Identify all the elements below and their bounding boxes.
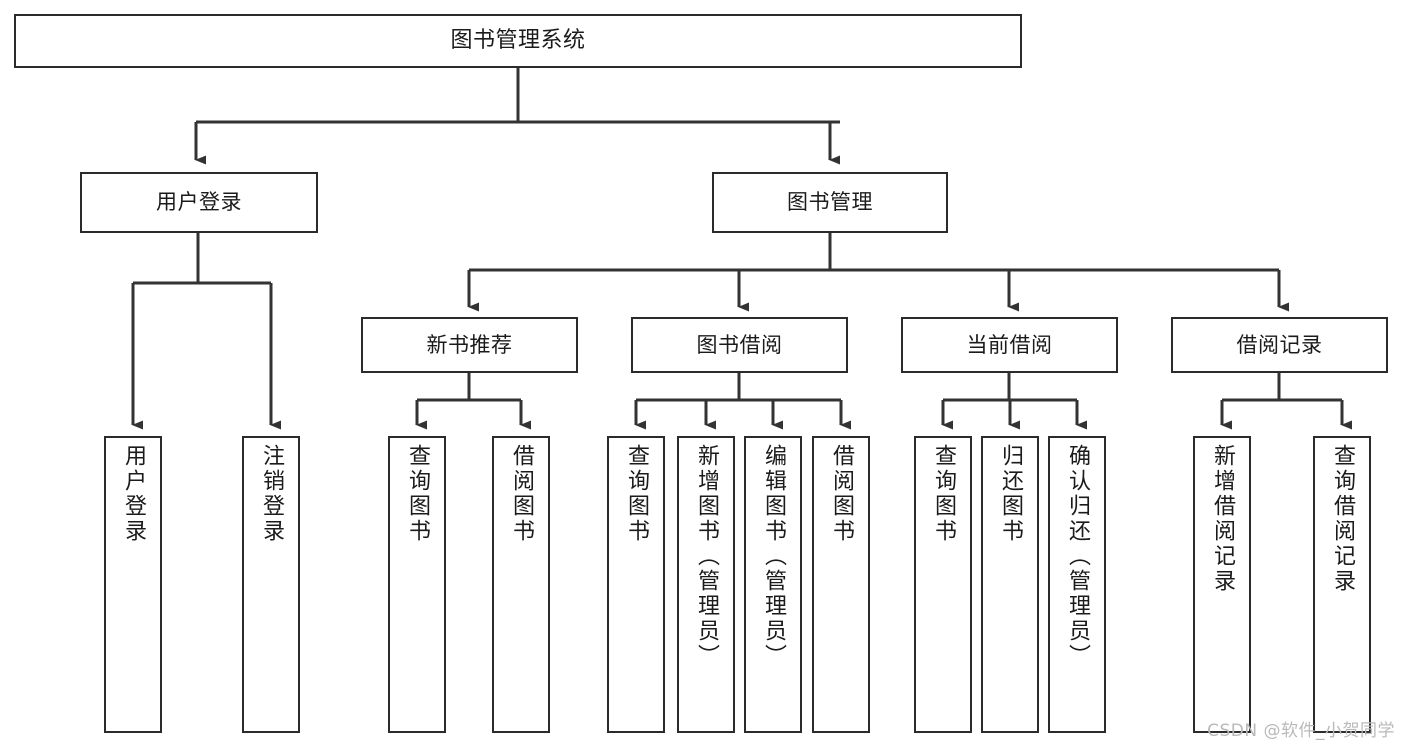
node-root-library-system[interactable]: 图书管理系统 <box>14 14 1022 68</box>
leaf-record-add[interactable]: 新增借阅记录 <box>1193 436 1251 733</box>
leaf-borrow-borrow-book-label: 借阅图书 <box>829 444 854 544</box>
leaf-new-book-borrow-label: 借阅图书 <box>509 444 534 544</box>
node-borrow-record-label: 借阅记录 <box>1236 332 1323 357</box>
leaf-user-login-signin-label: 用户登录 <box>121 444 146 544</box>
node-root-label: 图书管理系统 <box>450 28 586 54</box>
node-current-borrow-label: 当前借阅 <box>966 332 1053 357</box>
leaf-new-book-borrow[interactable]: 借阅图书 <box>492 436 550 733</box>
leaf-borrow-edit-book[interactable]: 编辑图书（管理员） <box>744 436 802 733</box>
leaf-new-book-query[interactable]: 查询图书 <box>388 436 446 733</box>
leaf-record-query[interactable]: 查询借阅记录 <box>1313 436 1371 733</box>
node-borrow-record[interactable]: 借阅记录 <box>1171 317 1388 373</box>
leaf-record-add-label: 新增借阅记录 <box>1210 444 1235 594</box>
leaf-current-return-book[interactable]: 归还图书 <box>981 436 1039 733</box>
leaf-borrow-add-book-label: 新增图书（管理员） <box>694 444 719 669</box>
leaf-current-query-book[interactable]: 查询图书 <box>914 436 972 733</box>
leaf-borrow-query-book[interactable]: 查询图书 <box>607 436 665 733</box>
leaf-user-login-signout[interactable]: 注销登录 <box>242 436 300 733</box>
node-book-management-label: 图书管理 <box>787 190 873 215</box>
node-user-login[interactable]: 用户登录 <box>80 172 318 233</box>
node-new-book-recommend-label: 新书推荐 <box>426 332 513 357</box>
leaf-borrow-query-book-label: 查询图书 <box>624 444 649 544</box>
leaf-current-confirm-return-label: 确认归还（管理员） <box>1065 444 1090 669</box>
leaf-current-confirm-return[interactable]: 确认归还（管理员） <box>1048 436 1106 733</box>
node-user-login-label: 用户登录 <box>156 190 242 215</box>
watermark-text: CSDN @软件_小贺同学 <box>1207 721 1395 741</box>
node-current-borrow[interactable]: 当前借阅 <box>901 317 1118 373</box>
leaf-borrow-edit-book-label: 编辑图书（管理员） <box>761 444 786 669</box>
leaf-record-query-label: 查询借阅记录 <box>1330 444 1355 594</box>
leaf-borrow-borrow-book[interactable]: 借阅图书 <box>812 436 870 733</box>
node-book-borrow-label: 图书借阅 <box>696 332 783 357</box>
node-book-borrow[interactable]: 图书借阅 <box>631 317 848 373</box>
leaf-current-query-book-label: 查询图书 <box>931 444 956 544</box>
node-new-book-recommend[interactable]: 新书推荐 <box>361 317 578 373</box>
leaf-user-login-signin[interactable]: 用户登录 <box>104 436 162 733</box>
leaf-borrow-add-book[interactable]: 新增图书（管理员） <box>677 436 735 733</box>
leaf-new-book-query-label: 查询图书 <box>405 444 430 544</box>
node-book-management[interactable]: 图书管理 <box>712 172 948 233</box>
leaf-user-login-signout-label: 注销登录 <box>259 444 284 544</box>
leaf-current-return-book-label: 归还图书 <box>998 444 1023 544</box>
